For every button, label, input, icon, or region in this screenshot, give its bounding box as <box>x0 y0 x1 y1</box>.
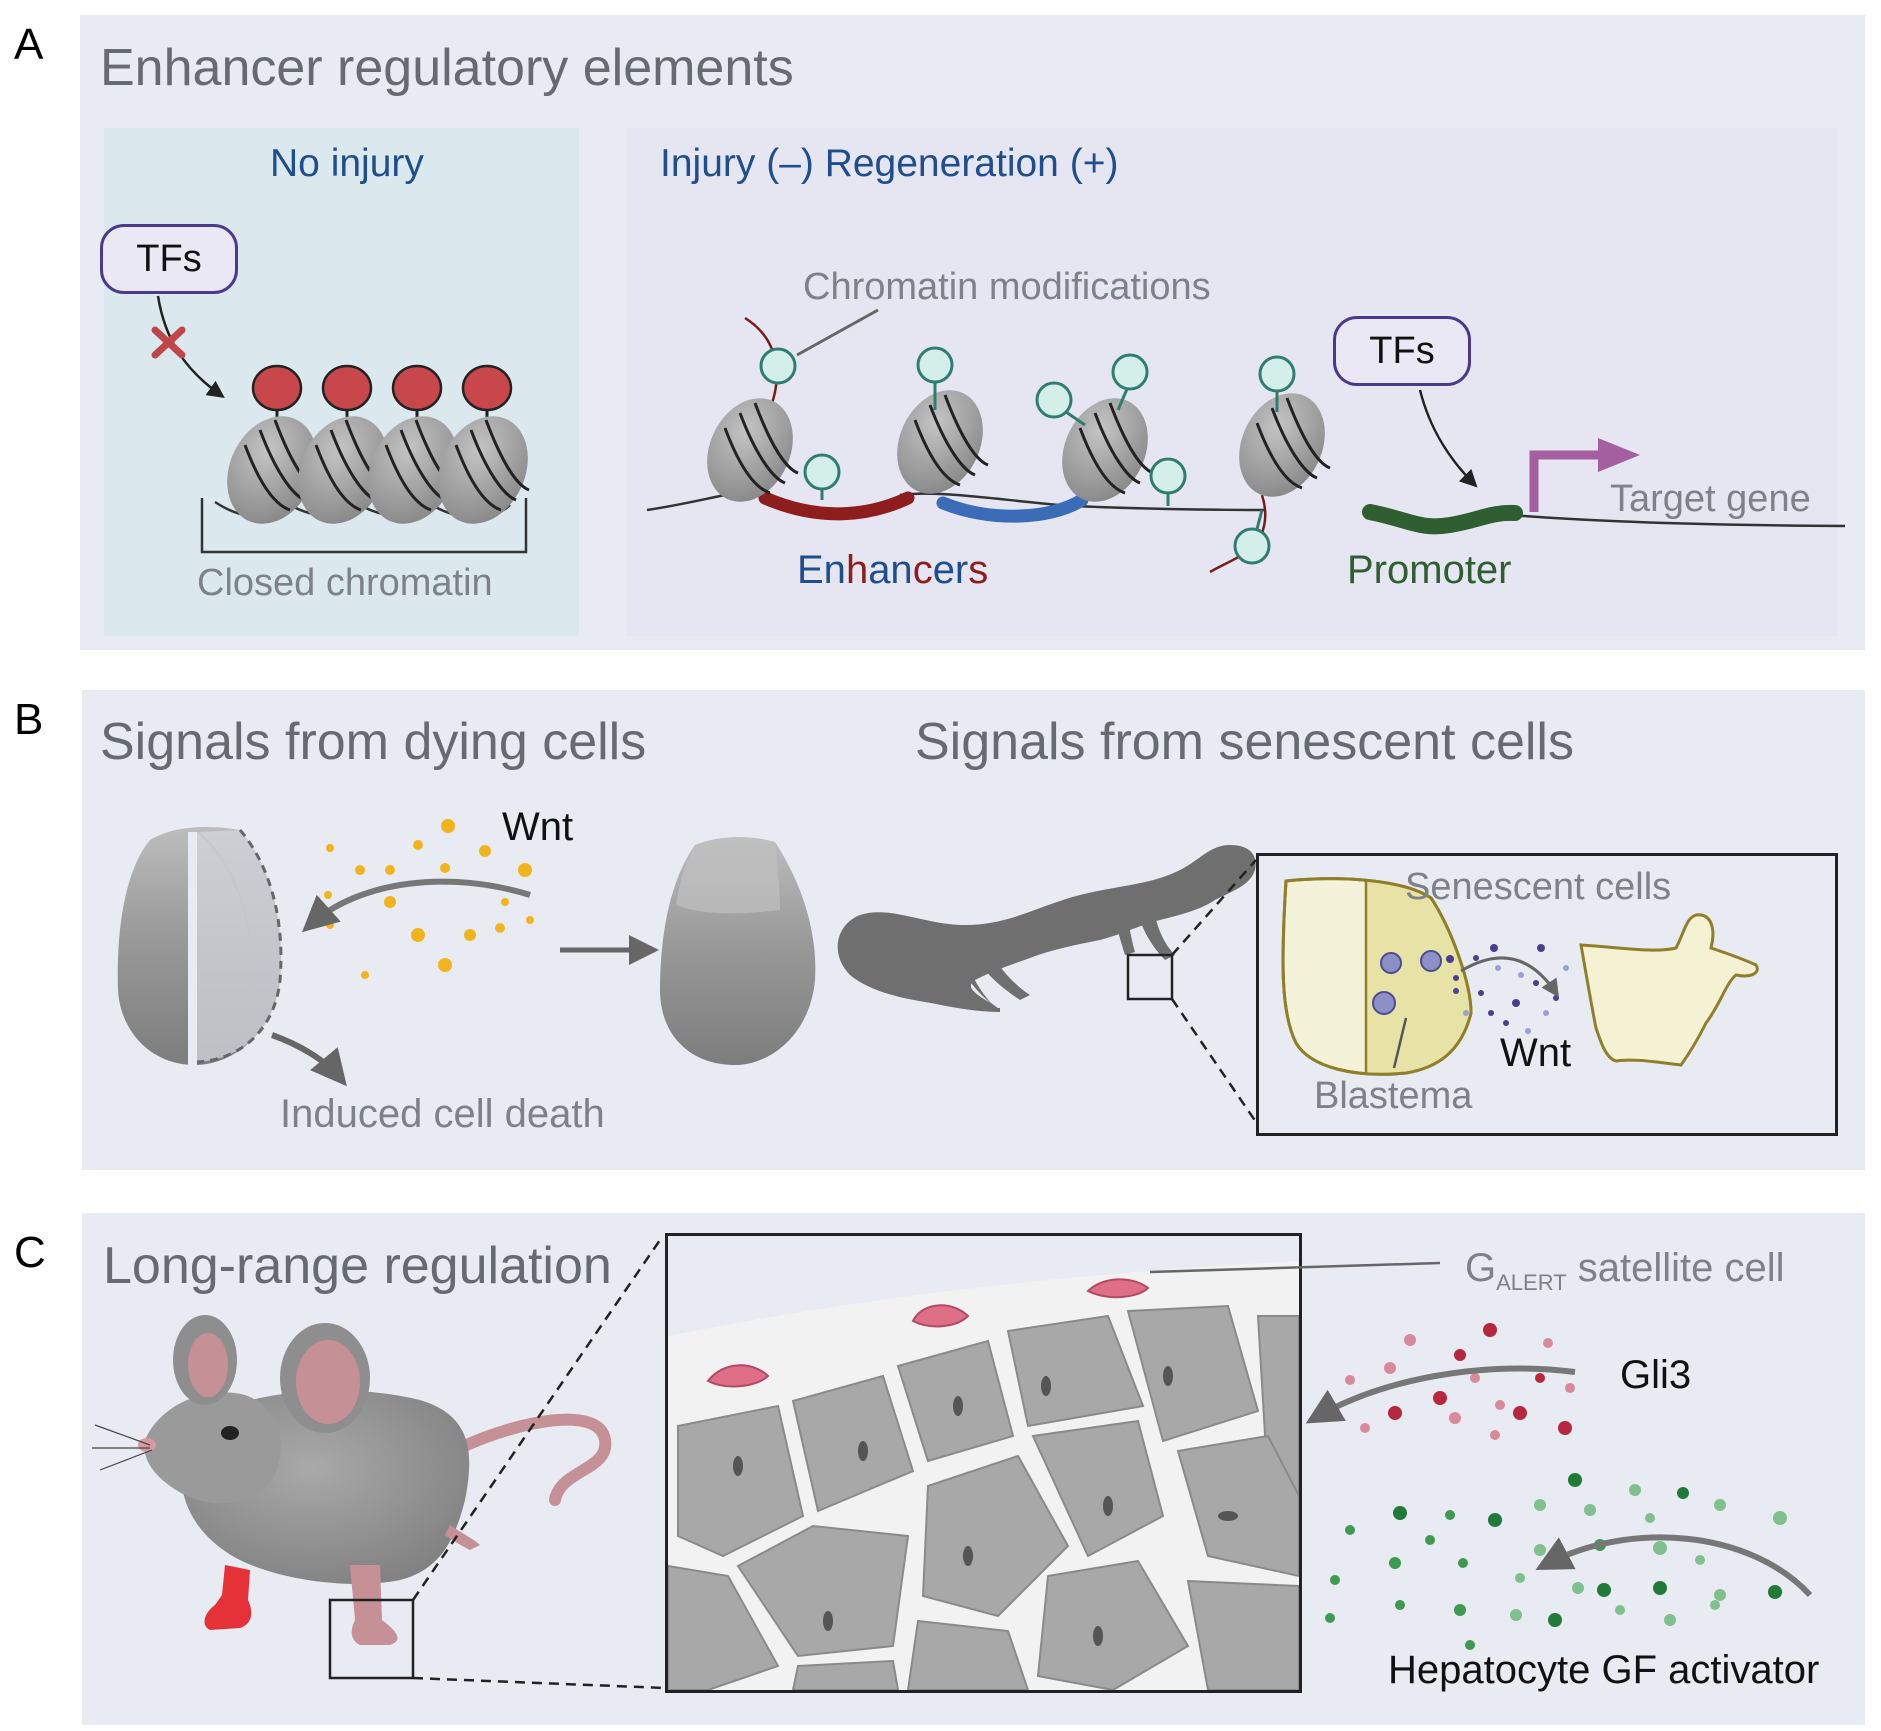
blastema-label: Blastema <box>1314 1075 1473 1117</box>
galert-subscript: ALERT <box>1496 1270 1567 1295</box>
no-injury-heading: No injury <box>270 142 424 185</box>
mouse-illustration <box>92 1315 612 1645</box>
galert-satellite-cell-label: GALERT satellite cell <box>1465 1246 1785 1296</box>
injury-heading: Injury (–) Regeneration (+) <box>660 142 1119 185</box>
enhancers-part-1: En <box>797 548 846 592</box>
wnt-purple-dots <box>1446 944 1559 1026</box>
senescent-cell-icons <box>1372 950 1442 1015</box>
promoter-label: Promoter <box>1347 548 1512 592</box>
panel-c-title: Long-range regulation <box>103 1237 612 1295</box>
enhancer-red-segment <box>758 491 915 521</box>
muscle-fibers <box>668 1304 1299 1690</box>
panel-c-letter: C <box>14 1228 46 1277</box>
galert-main: G <box>1465 1246 1497 1290</box>
tfs-label-injury: TFs <box>1369 329 1435 372</box>
induced-cell-death-label: Induced cell death <box>280 1092 605 1136</box>
block-cross-icon <box>151 326 186 359</box>
histone-marks <box>759 346 1296 565</box>
induced-death-arrow <box>270 1032 347 1087</box>
enhancers-part-2: h <box>845 548 869 592</box>
mouse-injured-paw <box>204 1565 252 1630</box>
regenerated-limb <box>660 837 816 1065</box>
mouse-nose <box>138 1438 156 1452</box>
panel-c-signal-graphics <box>1149 1261 1813 1650</box>
senescent-cells-label: Senescent cells <box>1405 866 1672 908</box>
wnt-label-inset: Wnt <box>1500 1031 1572 1075</box>
muscle-inset-graphics <box>668 1236 1299 1690</box>
chromatin-mod-pointer <box>796 308 879 357</box>
amputated-limb-dying <box>117 827 283 1067</box>
chromatin-modifications-label: Chromatin modifications <box>803 266 1211 308</box>
hgf-dots <box>1325 1473 1787 1650</box>
closed-chromatin-label: Closed chromatin <box>197 562 493 604</box>
galert-rest: satellite cell <box>1566 1246 1785 1290</box>
transcription-start-arrow <box>1529 450 1600 512</box>
panel-b-title-dying: Signals from dying cells <box>100 713 647 771</box>
salamander-silhouette <box>837 845 1256 1012</box>
target-gene-label: Target gene <box>1610 478 1811 520</box>
blastema-limb <box>1281 877 1473 1076</box>
myonuclei <box>733 1366 1238 1646</box>
enhancers-part-3: an <box>868 548 913 592</box>
salamander-zoom-box <box>1126 953 1174 1001</box>
open-nucleosome-2 <box>897 390 989 494</box>
injury-box <box>627 128 1837 636</box>
closed-nucleosome-1 <box>227 364 319 524</box>
satellite-cells <box>706 1278 1150 1388</box>
enhancers-part-5: er <box>932 548 969 592</box>
wnt-label-dying: Wnt <box>502 805 574 849</box>
mouse-eye <box>221 1426 239 1440</box>
gli3-label: Gli3 <box>1620 1353 1692 1397</box>
enhancers-part-6: s <box>968 548 989 592</box>
panel-b-graphics <box>117 819 1258 1123</box>
satellite-cell-pointer <box>1149 1261 1441 1274</box>
promoter-segment <box>1362 504 1523 535</box>
gli3-curved-arrow <box>1305 1365 1576 1424</box>
closed-nucleosome-4 <box>438 364 530 524</box>
tfs-label-no-injury: TFs <box>136 237 202 280</box>
gli3-dots <box>1345 1323 1575 1440</box>
panel-b-title-senescent: Signals from senescent cells <box>915 713 1574 771</box>
closed-chromatin-bracket <box>200 498 528 554</box>
tfs-pill-injury: TFs <box>1333 316 1471 386</box>
hgf-curved-arrow <box>1535 1534 1813 1598</box>
mouse-zoom-box <box>328 1598 415 1680</box>
closed-nucleosome-3 <box>368 364 460 524</box>
wnt-curved-arrow <box>301 878 531 933</box>
enhancers-part-4: c <box>912 548 933 592</box>
tfs-binding-arrow <box>1418 389 1478 488</box>
wnt-senescent-arrow <box>1460 956 1559 998</box>
enhancer-blue-segment <box>936 493 1089 523</box>
hgf-activator-label: Hepatocyte GF activator <box>1388 1648 1820 1692</box>
panel-a-letter: A <box>14 20 44 69</box>
panel-a-graphics <box>151 295 1846 574</box>
panel-c-mouse-graphics <box>92 1239 666 1690</box>
open-nucleosome-1 <box>707 316 799 502</box>
panel-b-letter: B <box>14 695 44 744</box>
regenerated-hand <box>1579 913 1759 1067</box>
senescent-inset-graphics <box>1281 877 1759 1076</box>
closed-nucleosome-2 <box>298 364 390 524</box>
enhancers-label: Enhancers <box>797 548 988 593</box>
panel-a-title: Enhancer regulatory elements <box>100 39 794 97</box>
tfs-pill-no-injury: TFs <box>100 224 238 294</box>
